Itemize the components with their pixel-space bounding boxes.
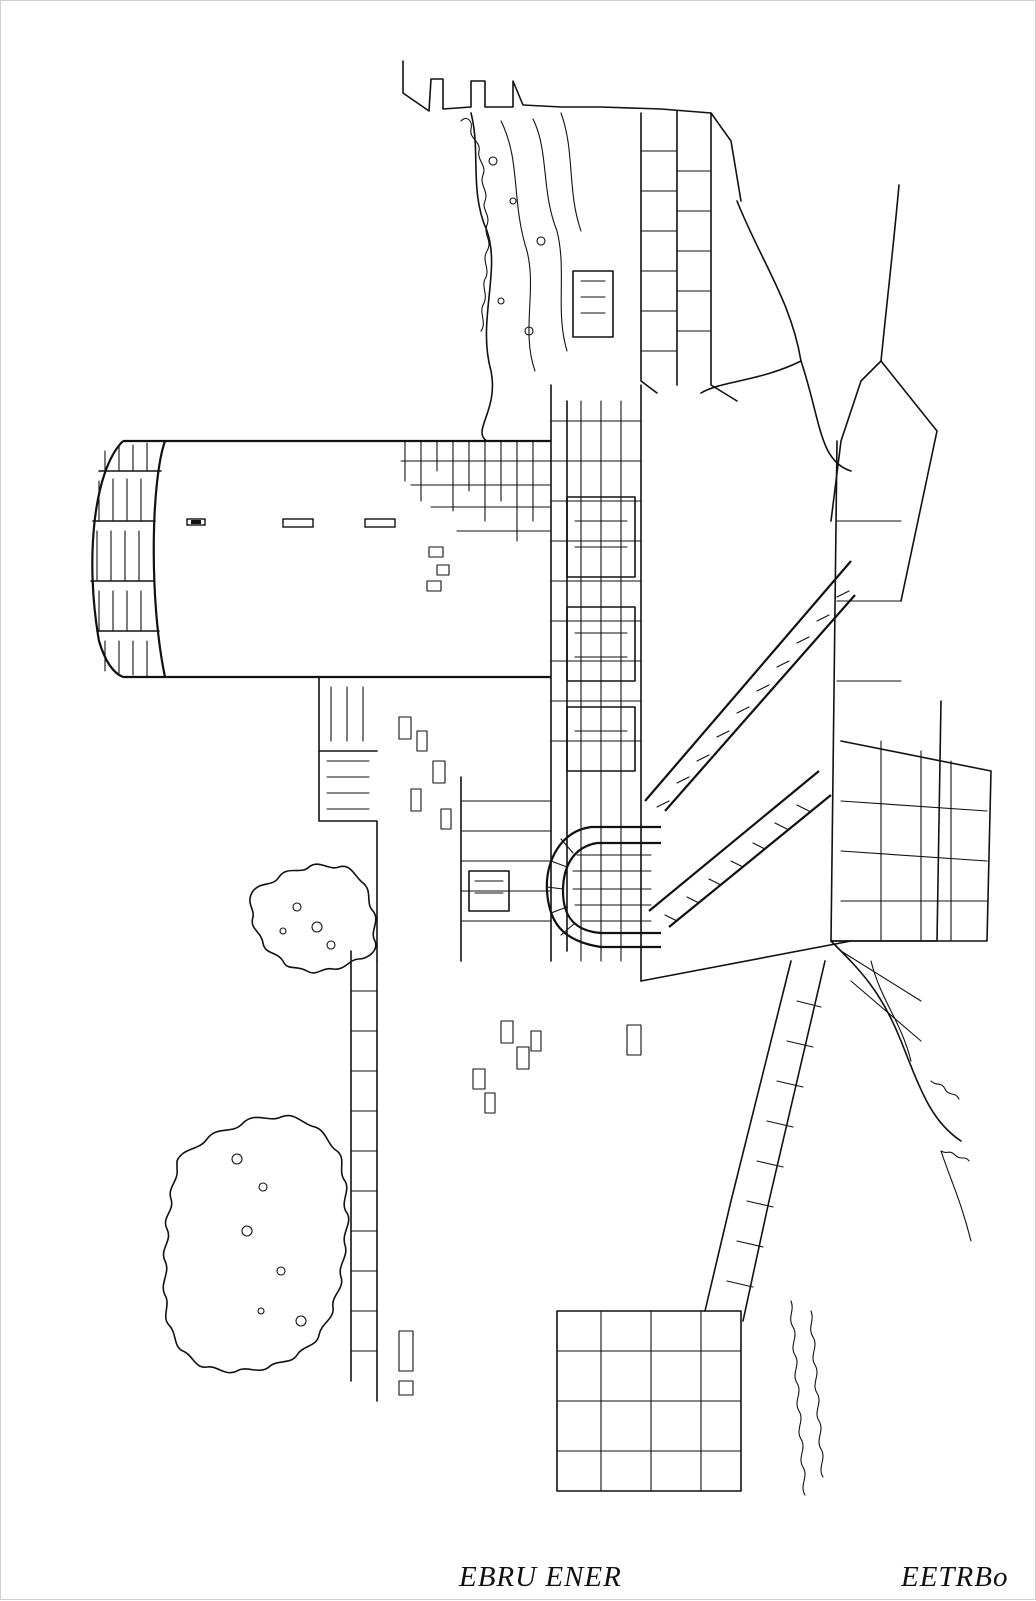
cliff-and-outer-wall xyxy=(402,60,852,472)
arched-gateway xyxy=(545,825,661,949)
cropped-caption: EETRBo xyxy=(901,1561,1009,1593)
diagonal-staircases xyxy=(644,440,942,942)
stone-base xyxy=(830,740,992,1242)
lower-outer-wall xyxy=(350,940,852,1492)
artist-name-caption: EBRU ENER xyxy=(459,1561,622,1593)
bushes xyxy=(162,863,377,1374)
round-tower xyxy=(90,439,552,679)
wall-vegetation-scribbles xyxy=(790,1080,970,1496)
ridge-lines xyxy=(830,184,938,602)
main-curtain-wall xyxy=(318,384,642,982)
